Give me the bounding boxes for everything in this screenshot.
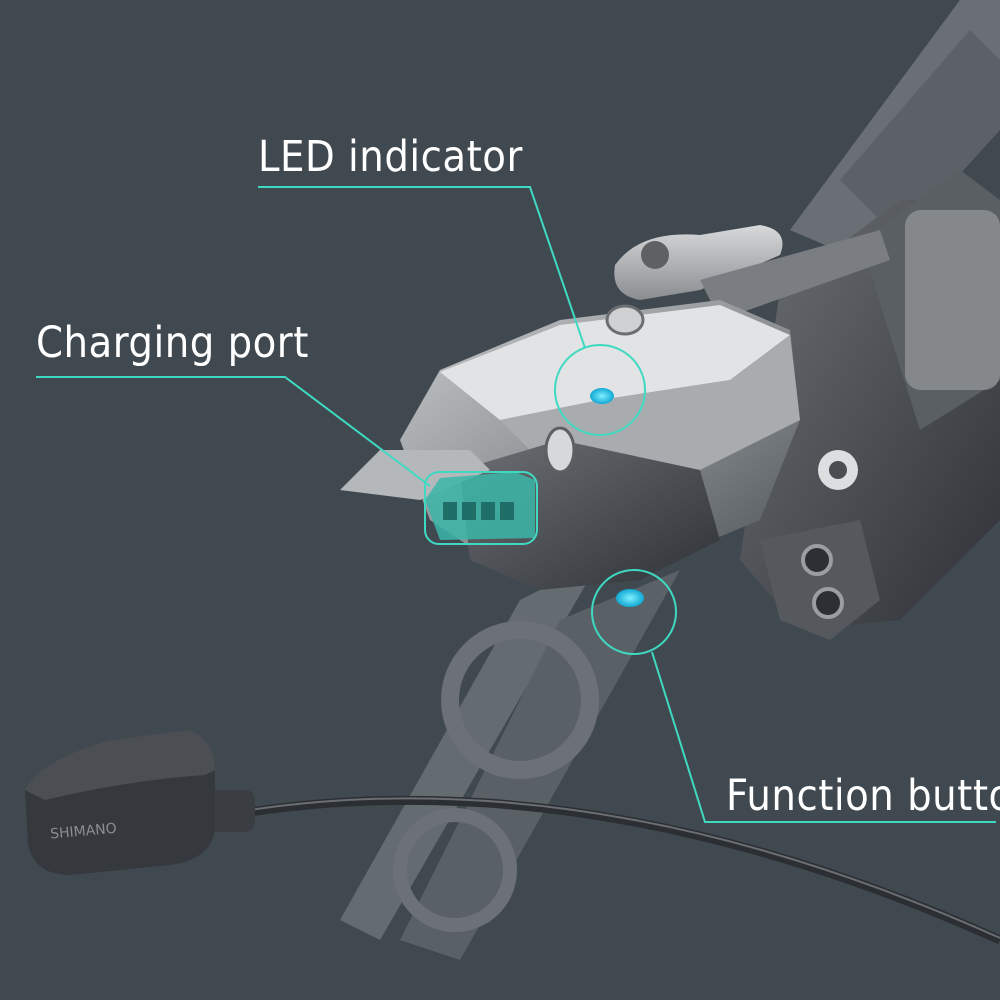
derailleur-body [340, 170, 1000, 640]
led-indicator-dot [590, 388, 614, 404]
led-indicator-label: LED indicator [258, 132, 523, 182]
cable-connector-logo: SHIMANO [50, 821, 118, 843]
function-leader-line [651, 651, 996, 823]
cassette-ghost [790, 0, 1000, 260]
led-leader-line [258, 186, 586, 349]
function-button-dot [616, 589, 644, 607]
callout-highlights [36, 186, 996, 823]
charging-cable [25, 730, 1000, 945]
function-callout-circle [591, 569, 677, 655]
pulley-cage-ghost [340, 560, 680, 960]
function-button-label: Function button [726, 771, 1000, 821]
charging-leader-line [36, 376, 431, 487]
charging-port-graphic [425, 472, 535, 540]
charging-port-label: Charging port [36, 318, 309, 368]
led-callout-circle [554, 344, 646, 436]
charging-callout-box [424, 471, 538, 545]
